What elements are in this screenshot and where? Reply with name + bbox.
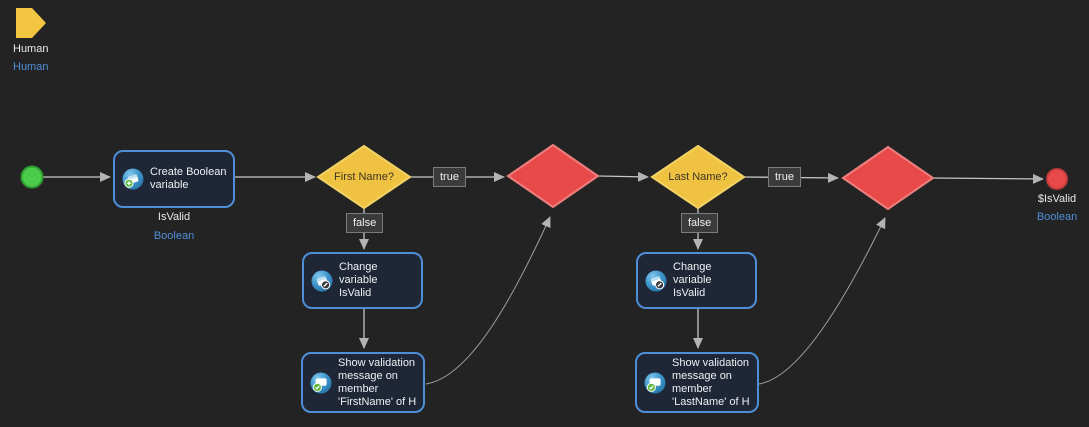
end-variable-label: $IsValid [1037, 193, 1077, 205]
variable-name-label: IsValid [157, 211, 191, 223]
change-variable-label-right: Change variable IsValid [673, 261, 712, 299]
create-variable-node[interactable]: Create Boolean variable [113, 150, 235, 208]
true-badge-first-name[interactable]: true [433, 167, 466, 187]
show-message-label-left: Show validation message on member 'First… [338, 356, 417, 408]
false-badge-first-name[interactable]: false [346, 213, 384, 233]
change-variable-node-left[interactable]: Change variable IsValid [302, 252, 423, 309]
message-check-icon [310, 372, 332, 394]
wire-show-left-to-merge1[interactable] [425, 216, 551, 385]
wire-show-right-to-merge2[interactable] [758, 217, 886, 385]
show-message-node-left[interactable]: Show validation message on member 'First… [301, 352, 425, 413]
last-name-decision-label: Last Name? [668, 171, 728, 183]
wire-merge2-to-end[interactable] [932, 173, 1044, 184]
first-name-decision-label: First Name? [334, 171, 394, 183]
true-badge-last-name[interactable]: true [768, 167, 801, 187]
variable-type-label[interactable]: Boolean [153, 230, 195, 242]
message-check-icon [644, 372, 666, 394]
false-badge-last-name[interactable]: false [681, 213, 719, 233]
end-node[interactable] [1046, 168, 1068, 190]
variable-add-icon [122, 168, 144, 190]
merge-diamond-2[interactable] [841, 145, 935, 211]
variable-edit-icon [311, 270, 333, 292]
wire-merge1-to-lastname[interactable] [597, 171, 649, 182]
create-variable-label: Create Boolean variable [150, 166, 227, 191]
start-node[interactable] [20, 165, 44, 189]
last-name-decision-diamond[interactable] [650, 144, 746, 210]
end-variable-type-label[interactable]: Boolean [1036, 211, 1078, 223]
change-variable-node-right[interactable]: Change variable IsValid [636, 252, 757, 309]
first-name-decision-diamond[interactable] [316, 144, 412, 210]
variable-edit-icon [645, 270, 667, 292]
human-item-name: Human [13, 43, 49, 55]
human-item-type[interactable]: Human [13, 61, 49, 73]
show-message-label-right: Show validation message on member 'LastN… [672, 356, 750, 408]
change-variable-label-left: Change variable IsValid [339, 261, 378, 299]
show-message-node-right[interactable]: Show validation message on member 'LastN… [635, 352, 759, 413]
merge-diamond-1[interactable] [506, 143, 600, 209]
human-flag-shape[interactable] [16, 8, 46, 38]
